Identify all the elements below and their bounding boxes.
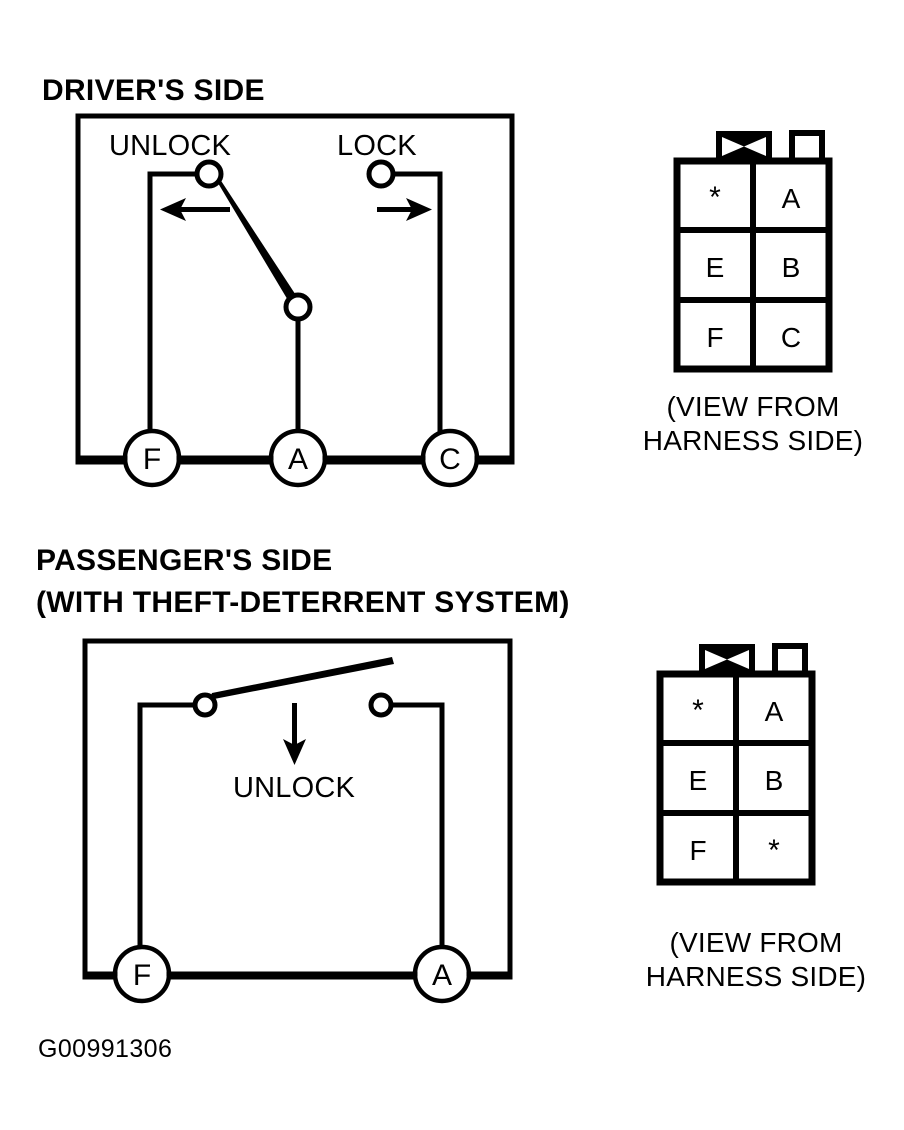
section-passengers-side: PASSENGER'S SIDE (WITH THEFT-DETERRENT S… — [36, 544, 866, 1004]
passengers-terminal-a-label: A — [432, 959, 452, 992]
drivers-pivot-contact — [283, 292, 313, 322]
passengers-switch-arm — [209, 657, 394, 700]
passengers-connector-view: * A E B F * (VIEW FROM HARNESS SIDE) — [646, 643, 866, 992]
drivers-pin-r2c2: B — [782, 252, 801, 283]
passengers-action-label: UNLOCK — [233, 772, 356, 804]
drivers-terminal-a-label: A — [288, 443, 308, 476]
figure-code: G00991306 — [38, 1035, 172, 1063]
passengers-switch-diagram: UNLOCK F A — [82, 638, 513, 1004]
passengers-connector-caption-line2: HARNESS SIDE) — [646, 961, 866, 992]
drivers-unlock-contact — [194, 159, 224, 189]
passengers-side-subheading: (WITH THEFT-DETERRENT SYSTEM) — [36, 586, 570, 619]
drivers-lock-arrow — [377, 198, 432, 221]
passengers-switch-box — [82, 638, 513, 980]
passengers-left-contact — [192, 692, 218, 718]
drivers-unlock-wire — [147, 171, 201, 461]
drivers-terminal-f-label: F — [143, 443, 161, 476]
drivers-connector-bowtie-tab — [716, 131, 772, 162]
passengers-pin-r3c2: * — [768, 834, 780, 867]
drivers-side-heading: DRIVER'S SIDE — [42, 74, 265, 107]
passengers-pin-r2c2: B — [765, 765, 784, 796]
passengers-side-heading: PASSENGER'S SIDE — [36, 544, 332, 577]
passengers-connector-bowtie-tab — [699, 644, 755, 675]
drivers-pin-r1c1: * — [709, 181, 721, 214]
drivers-terminal-f: F — [122, 428, 182, 488]
drivers-pin-r2c1: E — [706, 252, 725, 283]
passengers-pin-r1c2: A — [765, 696, 784, 727]
drivers-pin-r3c1: F — [706, 322, 723, 353]
passengers-terminal-f-label: F — [133, 959, 151, 992]
drivers-connector-caption-line2: HARNESS SIDE) — [643, 425, 863, 456]
passengers-terminal-f: F — [112, 944, 172, 1004]
drivers-terminal-c-label: C — [439, 443, 461, 476]
passengers-right-contact — [368, 692, 394, 718]
drivers-lock-contact — [366, 159, 396, 189]
drivers-connector-caption-line1: (VIEW FROM — [666, 391, 839, 422]
drivers-switch-arm — [206, 163, 303, 312]
drivers-unlock-arrow — [160, 198, 230, 221]
drivers-lock-label: LOCK — [337, 130, 417, 162]
passengers-pin-r3c1: F — [689, 835, 706, 866]
drivers-terminal-a: A — [268, 428, 328, 488]
drivers-switch-diagram: UNLOCK LOCK — [75, 113, 515, 488]
passengers-pin-r1c1: * — [692, 694, 704, 727]
drivers-terminal-c: C — [420, 428, 480, 488]
passengers-terminal-a: A — [412, 944, 472, 1004]
passengers-left-wire — [137, 702, 199, 977]
drivers-lock-wire — [388, 171, 443, 461]
passengers-connector-caption-line1: (VIEW FROM — [669, 927, 842, 958]
drivers-pin-r3c2: C — [781, 322, 801, 353]
passengers-unlock-arrow — [283, 703, 306, 765]
section-drivers-side: DRIVER'S SIDE UNLOCK LOCK — [42, 74, 863, 488]
drivers-connector-view: * A E B F C (VIEW FROM HARNESS SIDE) — [643, 130, 863, 456]
passengers-pin-r2c1: E — [689, 765, 708, 796]
drivers-pin-r1c2: A — [782, 183, 801, 214]
passengers-right-wire — [387, 702, 445, 977]
drivers-unlock-label: UNLOCK — [109, 130, 232, 162]
